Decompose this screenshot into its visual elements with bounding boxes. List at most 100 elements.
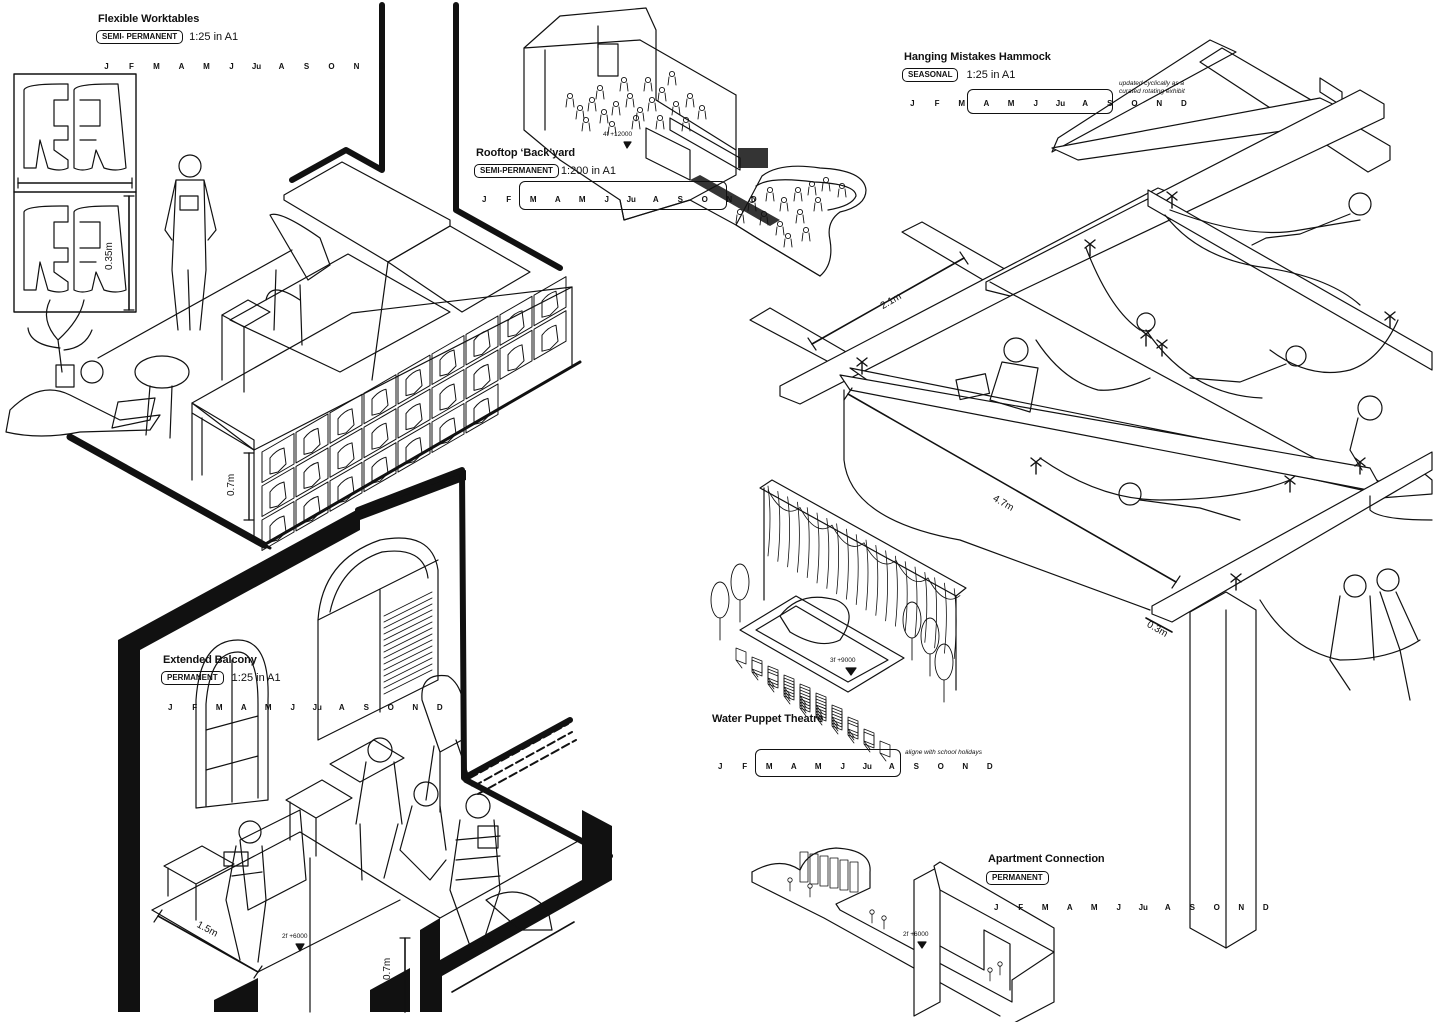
month-balcony-2: M	[215, 703, 223, 712]
panel-cutout	[303, 461, 321, 489]
curtain-fold	[953, 588, 957, 659]
crowd-head	[822, 176, 830, 184]
crowd-head	[648, 96, 656, 104]
curtain-fold	[836, 523, 839, 595]
rope-knot	[1084, 239, 1096, 257]
crowd-head	[626, 92, 634, 100]
panel-cutout	[507, 310, 525, 338]
month-apartment-9: O	[1213, 903, 1220, 912]
curtain-fold	[767, 485, 771, 557]
balcony-section-drawing	[118, 467, 613, 1013]
panel-cell	[329, 427, 363, 478]
crowd-body	[779, 202, 789, 212]
month-apartment-4: M	[1090, 903, 1098, 912]
month-balcony-11: D	[436, 703, 443, 712]
crowd-body	[587, 102, 597, 112]
crowd-body	[607, 126, 617, 136]
person-head	[881, 915, 887, 921]
crowd-head	[644, 76, 652, 84]
month-hammock-10: N	[1156, 99, 1163, 108]
crowd-body	[667, 76, 677, 86]
panel-cell	[533, 310, 567, 361]
panel-cell	[295, 447, 329, 498]
crowd-body	[801, 232, 811, 242]
shutter-slat	[383, 597, 433, 623]
curtain-fold	[904, 561, 908, 632]
panel-cell	[261, 467, 295, 517]
crowd-head	[838, 182, 846, 190]
month-hammock-0: J	[910, 99, 915, 108]
hammock-scale: 1:25 in A1	[966, 68, 1016, 81]
rope-knot	[1166, 191, 1178, 209]
crowd-head	[576, 104, 584, 112]
shutter-slat	[383, 657, 433, 683]
panel-cutout	[541, 290, 559, 318]
crowd-body	[795, 214, 805, 224]
panel-cutout	[269, 447, 287, 475]
crowd-body	[765, 192, 775, 202]
panel-cutout	[337, 476, 355, 504]
shutter-slat	[383, 603, 433, 629]
panel-cell	[431, 369, 465, 419]
month-apartment-10: N	[1238, 903, 1245, 912]
worktable-detail-inset	[13, 73, 137, 313]
panel-cell	[431, 403, 465, 453]
month-puppet-3: A	[790, 762, 797, 771]
crowd-body	[671, 106, 681, 116]
month-rooftop-0: J	[482, 195, 487, 204]
shutter-slat	[383, 639, 433, 665]
month-balcony-9: O	[387, 703, 394, 712]
balcony-scale: 1:25 in A1	[231, 671, 281, 684]
crowd-head	[780, 196, 788, 204]
month-rooftop-9: O	[701, 195, 708, 204]
rooftop-permanence-badge: SEMI-PERMANENT	[474, 163, 559, 178]
curtain-fold	[846, 528, 849, 600]
crowd-head	[612, 100, 620, 108]
panel-cutout	[337, 408, 355, 436]
panel-cell	[261, 501, 295, 551]
rooftop-active-season	[519, 181, 727, 210]
person-head	[869, 909, 875, 915]
month-apartment-11: D	[1262, 903, 1269, 912]
crowd-head	[686, 92, 694, 100]
month-hammock-11: D	[1181, 99, 1187, 108]
crowd-body	[807, 186, 817, 196]
theatre-seat	[783, 683, 795, 705]
curtain-fold	[924, 572, 928, 643]
month-rooftop-2: M	[529, 195, 537, 204]
rope-knot	[1230, 573, 1242, 591]
shelf-unit	[839, 859, 849, 891]
panel-cutout	[439, 383, 457, 411]
panel-cell	[363, 374, 397, 425]
shelf-unit	[819, 855, 829, 887]
crowd-body	[747, 202, 757, 212]
balcony-dim-height: 0.7m	[382, 957, 393, 980]
shelf-unit	[849, 861, 859, 893]
curtain-fold	[944, 582, 947, 654]
curtain-fold	[816, 512, 820, 584]
month-balcony-5: J	[290, 703, 295, 712]
crowd-head	[600, 108, 608, 116]
crowd-head	[802, 226, 810, 234]
panel-cell	[261, 433, 295, 483]
crowd-body	[631, 120, 641, 130]
crowd-head	[632, 114, 640, 122]
curtain-swag	[895, 560, 929, 582]
panel-cutout	[371, 422, 389, 450]
crowd-head	[682, 116, 690, 124]
panel-cutout	[507, 344, 525, 372]
tree-canopy	[934, 643, 954, 681]
crowd-head	[748, 196, 756, 204]
crowd-body	[697, 110, 707, 120]
crowd-head	[656, 114, 664, 122]
puppet-title: Water Puppet Theatre	[712, 713, 824, 725]
month-worktables-10: N	[353, 62, 360, 71]
worktable-dim-height: 0.35m	[104, 242, 115, 270]
panel-cell	[499, 295, 533, 346]
person-head	[787, 877, 793, 883]
hammock-active-season	[967, 89, 1113, 114]
month-hammock-4: M	[1007, 99, 1015, 108]
